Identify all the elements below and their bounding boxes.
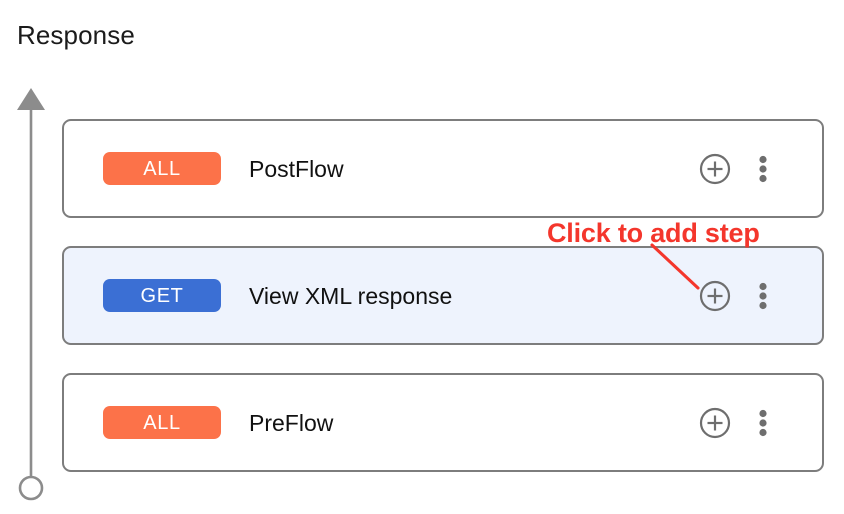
method-badge-all: ALL <box>103 406 221 439</box>
flow-row-view-xml-response[interactable]: GET View XML response <box>62 246 824 345</box>
flow-list: ALL PostFlow GET View XML response <box>62 119 824 500</box>
flow-row-postflow[interactable]: ALL PostFlow <box>62 119 824 218</box>
more-vertical-icon[interactable] <box>752 153 774 185</box>
row-actions <box>699 407 774 439</box>
plus-circle-icon[interactable] <box>699 153 731 185</box>
page-title: Response <box>17 20 135 50</box>
method-badge-all: ALL <box>103 152 221 185</box>
flow-name-label: PreFlow <box>249 409 334 436</box>
more-vertical-icon[interactable] <box>752 407 774 439</box>
plus-circle-icon[interactable] <box>699 280 731 312</box>
method-badge-get: GET <box>103 279 221 312</box>
flow-direction-axis <box>17 88 45 501</box>
row-actions <box>699 280 774 312</box>
plus-circle-icon[interactable] <box>699 407 731 439</box>
flow-row-preflow[interactable]: ALL PreFlow <box>62 373 824 472</box>
flow-name-label: View XML response <box>249 282 453 309</box>
row-actions <box>699 153 774 185</box>
flow-name-label: PostFlow <box>249 155 344 182</box>
more-vertical-icon[interactable] <box>752 280 774 312</box>
